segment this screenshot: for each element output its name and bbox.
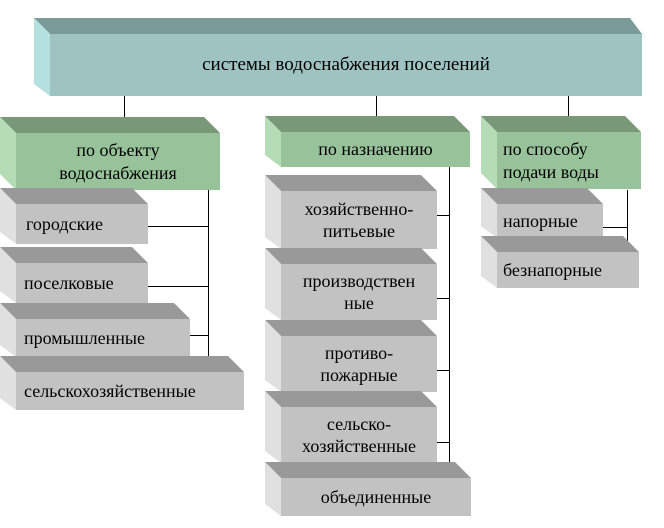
item-label-line: объединенные xyxy=(320,486,432,507)
connector-g3-spine xyxy=(627,190,628,252)
group-label-line: по объекту xyxy=(76,140,160,160)
item-label-line: хозяйственно- xyxy=(304,198,414,219)
item-label: поселковые xyxy=(16,263,148,303)
connector-g1-item1 xyxy=(148,226,208,227)
connector-g1-item3 xyxy=(185,335,208,336)
item-label-line: ные xyxy=(344,293,374,313)
item-node: безнапорные xyxy=(481,236,639,288)
group-node-by-purpose: по назначению xyxy=(265,116,470,167)
connector-g2-item4 xyxy=(437,442,449,443)
connector-g1-spine xyxy=(208,190,209,370)
group-node-by-supply-method: по способу подачи воды xyxy=(481,116,641,189)
item-label: сельскохозяйственные xyxy=(16,372,244,410)
item-node: противо- пожарные xyxy=(265,320,437,392)
connector-g2-spine xyxy=(449,167,450,480)
item-node: городские xyxy=(0,188,148,244)
item-label: промышленные xyxy=(16,319,190,357)
group-label-line: по назначению xyxy=(318,139,433,160)
item-node: хозяйственно- питьевые xyxy=(265,175,437,249)
item-label: городские xyxy=(16,204,148,244)
root-label: системы водоснабжения поселений xyxy=(50,34,642,96)
connector-g2-item2 xyxy=(437,298,449,299)
item-label-line: производствен xyxy=(302,270,416,291)
item-node: напорные xyxy=(481,188,603,238)
item-label-line: пожарные xyxy=(320,365,398,385)
connector-root-g3 xyxy=(568,96,569,120)
connector-g1-item2 xyxy=(148,286,208,287)
item-node: объединенные xyxy=(265,462,471,516)
item-label-line: сельско- xyxy=(326,413,392,434)
connector-g2-item3 xyxy=(437,370,449,371)
item-node: производствен ные xyxy=(265,248,437,320)
connector-g2-item1 xyxy=(437,215,449,216)
connector-g3-item1 xyxy=(602,227,627,228)
group-label-line: по способу xyxy=(503,139,588,159)
group-label-line: подачи воды xyxy=(503,161,599,182)
item-node: сельскохозяйственные xyxy=(0,356,244,410)
item-node: сельско- хозяйственные xyxy=(265,391,437,463)
item-label-line: питьевые xyxy=(323,221,395,241)
item-label: напорные xyxy=(497,204,603,238)
root-node: системы водоснабжения поселений xyxy=(34,18,642,96)
item-label: безнапорные xyxy=(497,252,639,288)
item-node: промышленные xyxy=(0,303,190,357)
group-node-by-object: по объекту водоснабжения xyxy=(0,117,220,190)
group-label-line: водоснабжения xyxy=(59,162,177,183)
connector-root-g1 xyxy=(124,96,125,120)
item-label-line: хозяйственные xyxy=(302,436,416,456)
item-node: поселковые xyxy=(0,247,148,303)
item-label-line: противо- xyxy=(324,342,394,363)
connector-root-g2 xyxy=(376,96,377,120)
